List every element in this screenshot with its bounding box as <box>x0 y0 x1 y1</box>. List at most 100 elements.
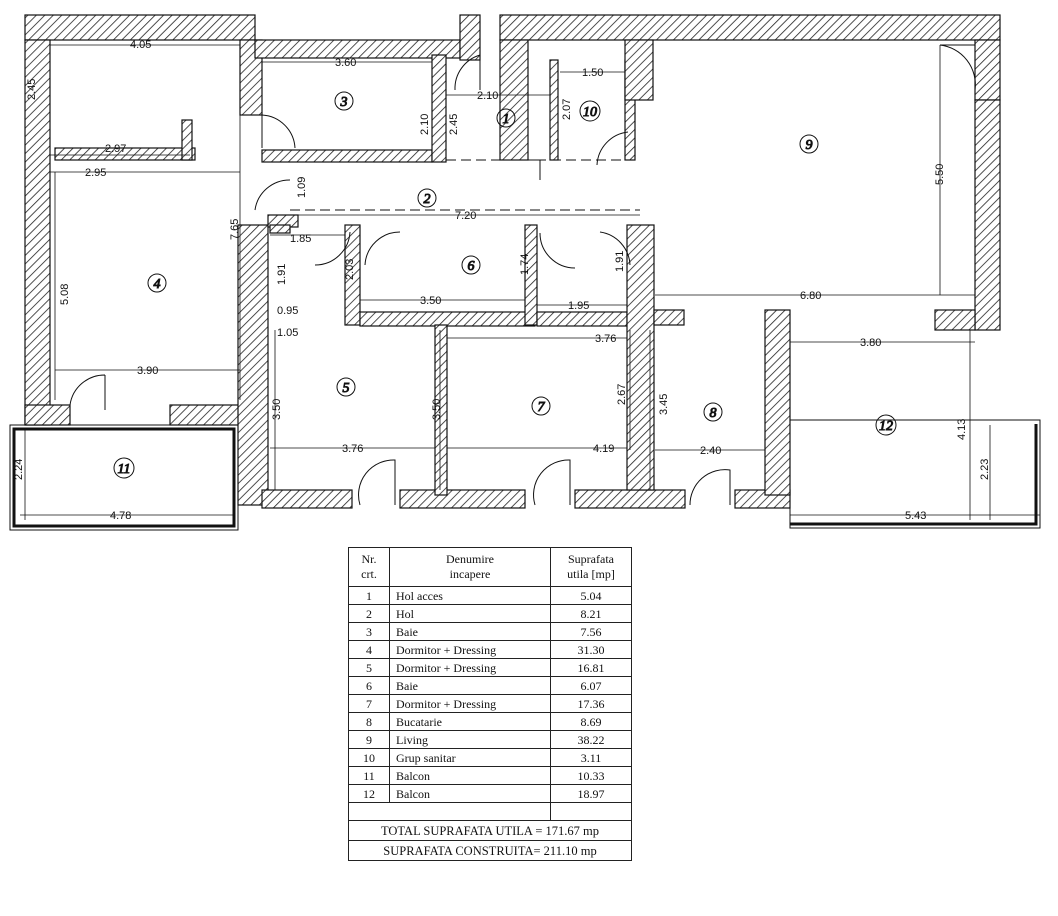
room-numbers: 1 2 3 4 5 6 7 8 9 10 11 12 <box>113 91 897 479</box>
dim-label: 2.40 <box>700 445 721 457</box>
cell-nr: 7 <box>348 694 390 713</box>
cell-name: Hol acces <box>389 586 551 605</box>
dim-label: 7.20 <box>455 210 476 222</box>
cell-nr: 10 <box>348 748 390 767</box>
dim-label: 2.97 <box>105 143 126 155</box>
dim-label: 3.50 <box>431 399 443 420</box>
cell-nr: 1 <box>348 586 390 605</box>
dim-label: 4.13 <box>956 419 968 440</box>
total-useful: TOTAL SUPRAFATA UTILA = 171.67 mp <box>348 820 632 841</box>
room-number: 9 <box>806 138 813 153</box>
cell-nr: 11 <box>348 766 390 785</box>
floor-plan: 4.05 2.45 3.60 2.10 2.45 2.10 2.07 1.50 … <box>9 14 1041 531</box>
cell-nr: 4 <box>348 640 390 659</box>
cell-area: 7.56 <box>550 622 632 641</box>
cell-area: 17.36 <box>550 694 632 713</box>
room-number: 6 <box>468 259 475 274</box>
dim-label: 2.24 <box>13 459 25 480</box>
room-number: 1 <box>503 112 510 127</box>
dim-label: 1.95 <box>568 300 589 312</box>
cell-name: Balcon <box>389 766 551 785</box>
header-nr: Nr.crt. <box>348 547 390 587</box>
dim-label: 3.80 <box>860 337 881 349</box>
cell-area: 18.97 <box>550 784 632 803</box>
dim-label: 2.45 <box>26 79 38 100</box>
cell-name: Dormitor + Dressing <box>389 694 551 713</box>
room-number: 5 <box>343 381 350 396</box>
interior-dashed-lines <box>290 159 640 211</box>
cell-name: Dormitor + Dressing <box>389 640 551 659</box>
walls <box>24 14 1001 509</box>
cell-nr: 6 <box>348 676 390 695</box>
cell-name: Balcon <box>389 784 551 803</box>
room-number: 12 <box>879 419 893 434</box>
dim-label: 2.03 <box>344 259 356 280</box>
dim-label: 3.45 <box>658 394 670 415</box>
dim-label: 4.05 <box>130 39 151 51</box>
dim-label: 3.76 <box>595 333 616 345</box>
dim-label: 6.80 <box>800 290 821 302</box>
dim-label: 0.95 <box>277 305 298 317</box>
cell-nr: 12 <box>348 784 390 803</box>
cell-name: Dormitor + Dressing <box>389 658 551 677</box>
dim-label: 7.65 <box>229 219 241 240</box>
header-text: incapere <box>449 567 491 581</box>
dim-label: 3.50 <box>271 399 283 420</box>
cell-area: 16.81 <box>550 658 632 677</box>
doors <box>69 44 976 506</box>
room-number: 2 <box>424 192 431 207</box>
header-text: Denumire <box>446 552 494 566</box>
dim-label: 4.78 <box>110 510 131 522</box>
room-number: 11 <box>118 462 131 477</box>
cell-nr: 2 <box>348 604 390 623</box>
dim-label: 5.43 <box>905 510 926 522</box>
cell-area: 5.04 <box>550 586 632 605</box>
dim-label: 5.50 <box>934 164 946 185</box>
dim-label: 1.85 <box>290 233 311 245</box>
header-text: utila [mp] <box>567 567 615 581</box>
dim-label: 1.91 <box>276 264 288 285</box>
dim-label: 5.08 <box>59 284 71 305</box>
dim-label: 3.50 <box>420 295 441 307</box>
dim-label: 3.90 <box>137 365 158 377</box>
cell-name: Baie <box>389 622 551 641</box>
dimension-lines <box>20 44 1040 520</box>
room-number: 7 <box>538 400 546 415</box>
balconies <box>9 419 1041 531</box>
cell-nr: 3 <box>348 622 390 641</box>
total-useful-row: TOTAL SUPRAFATA UTILA = 171.67 mp <box>348 820 632 841</box>
cell-area: 3.11 <box>550 748 632 767</box>
dim-label: 2.45 <box>448 114 460 135</box>
dim-label: 1.05 <box>277 327 298 339</box>
cell-name: Living <box>389 730 551 749</box>
room-number: 3 <box>340 95 348 110</box>
room-number: 8 <box>710 406 717 421</box>
dim-label: 2.10 <box>477 90 498 102</box>
cell-name: Grup sanitar <box>389 748 551 767</box>
dim-label: 2.10 <box>419 114 431 135</box>
cell-area: 8.21 <box>550 604 632 623</box>
dim-label: 1.91 <box>614 251 626 272</box>
dim-label: 3.76 <box>342 443 363 455</box>
cell-name: Bucatarie <box>389 712 551 731</box>
cell-area: 6.07 <box>550 676 632 695</box>
cell-nr: 5 <box>348 658 390 677</box>
cell-name: Hol <box>389 604 551 623</box>
cell-area: 8.69 <box>550 712 632 731</box>
cell-name: Baie <box>389 676 551 695</box>
